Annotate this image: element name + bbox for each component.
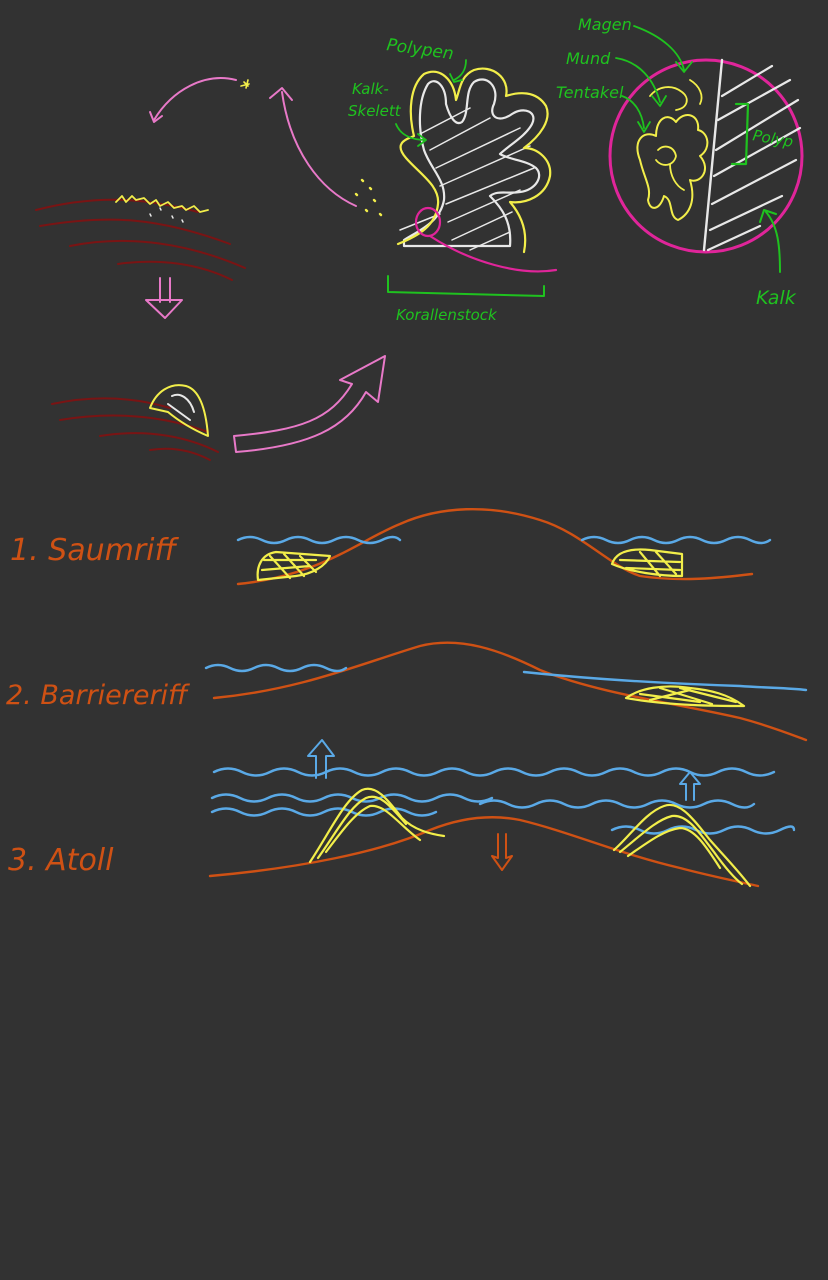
atoll-water-1	[212, 767, 776, 777]
arrow-polypen	[449, 59, 467, 83]
label-barriereriff: 2. Barriereriff	[6, 680, 190, 711]
down-arrow	[145, 277, 183, 319]
calcium-hatching	[706, 64, 802, 252]
label-saumriff: 1. Saumriff	[10, 533, 179, 568]
seabed-strata-1	[35, 198, 246, 281]
label-kalk-skelett-2: Skelett	[348, 102, 402, 120]
zoom-source-circle	[414, 206, 442, 238]
arrow-kalk-skelett	[395, 123, 427, 147]
larva	[240, 79, 250, 89]
skeleton-hatching	[399, 107, 535, 251]
atoll-reef-right	[612, 803, 752, 888]
larva-cycle	[35, 77, 386, 461]
label-kalk: Kalk	[756, 287, 797, 309]
young-coral	[149, 384, 209, 437]
arrow-mund	[615, 57, 667, 107]
barriereriff-diagram: 2. Barriereriff	[6, 641, 808, 742]
atoll-diagram: 3. Atoll	[8, 739, 796, 888]
label-polypen: Polypen	[385, 35, 455, 64]
zoom-line-top	[436, 162, 608, 216]
zoom-line-bottom	[428, 234, 558, 273]
barriereriff-island	[212, 641, 808, 742]
atoll-water-3	[210, 807, 796, 835]
saumriff-diagram: 1. Saumriff	[10, 507, 772, 586]
barriereriff-water-left	[204, 663, 348, 673]
polyp-zoom: Polyp Kalk Magen Mund Tentakel	[428, 15, 804, 309]
zoom-divider	[702, 58, 724, 252]
arrow-kalk	[759, 209, 781, 273]
saumriff-island	[236, 507, 754, 586]
settled-larvae	[115, 195, 209, 213]
arrow-magen	[633, 25, 693, 73]
skeleton-outline	[402, 78, 541, 248]
coral-colony: Korallenstock Polypen Kalk- Skelett	[269, 35, 552, 324]
seabed-strata-2	[51, 397, 219, 461]
cycle-arrow-left	[153, 77, 237, 121]
saumriff-water-right	[580, 535, 772, 545]
arrow-tentakel	[621, 95, 651, 133]
barriereriff-reef	[624, 685, 746, 708]
atoll-reef-left	[308, 787, 446, 864]
zoom-circle	[608, 58, 804, 254]
atoll-up-arrow-left	[307, 739, 335, 779]
atoll-island	[208, 816, 760, 888]
label-mund: Mund	[566, 49, 611, 68]
atoll-up-arrow-right	[679, 771, 701, 801]
big-arrow	[233, 355, 386, 453]
colony-bracket	[387, 275, 545, 297]
label-tentakel: Tentakel	[556, 83, 624, 102]
label-magen: Magen	[578, 15, 632, 34]
label-kalk-skelett-1: Kalk-	[352, 80, 389, 98]
saumriff-reef-left	[256, 550, 332, 582]
label-polyp: Polyp	[751, 126, 794, 151]
atoll-down-arrow	[491, 833, 513, 871]
label-korallenstock: Korallenstock	[396, 306, 498, 324]
barriereriff-water-right	[522, 670, 808, 692]
polyp-layer	[396, 67, 552, 254]
saumriff-water-left	[236, 535, 402, 545]
release-arrow	[281, 91, 357, 207]
polyp-bracket	[730, 102, 750, 166]
saumriff-reef-right	[610, 548, 684, 578]
label-atoll: 3. Atoll	[8, 843, 114, 878]
polyp-detail	[636, 114, 709, 221]
